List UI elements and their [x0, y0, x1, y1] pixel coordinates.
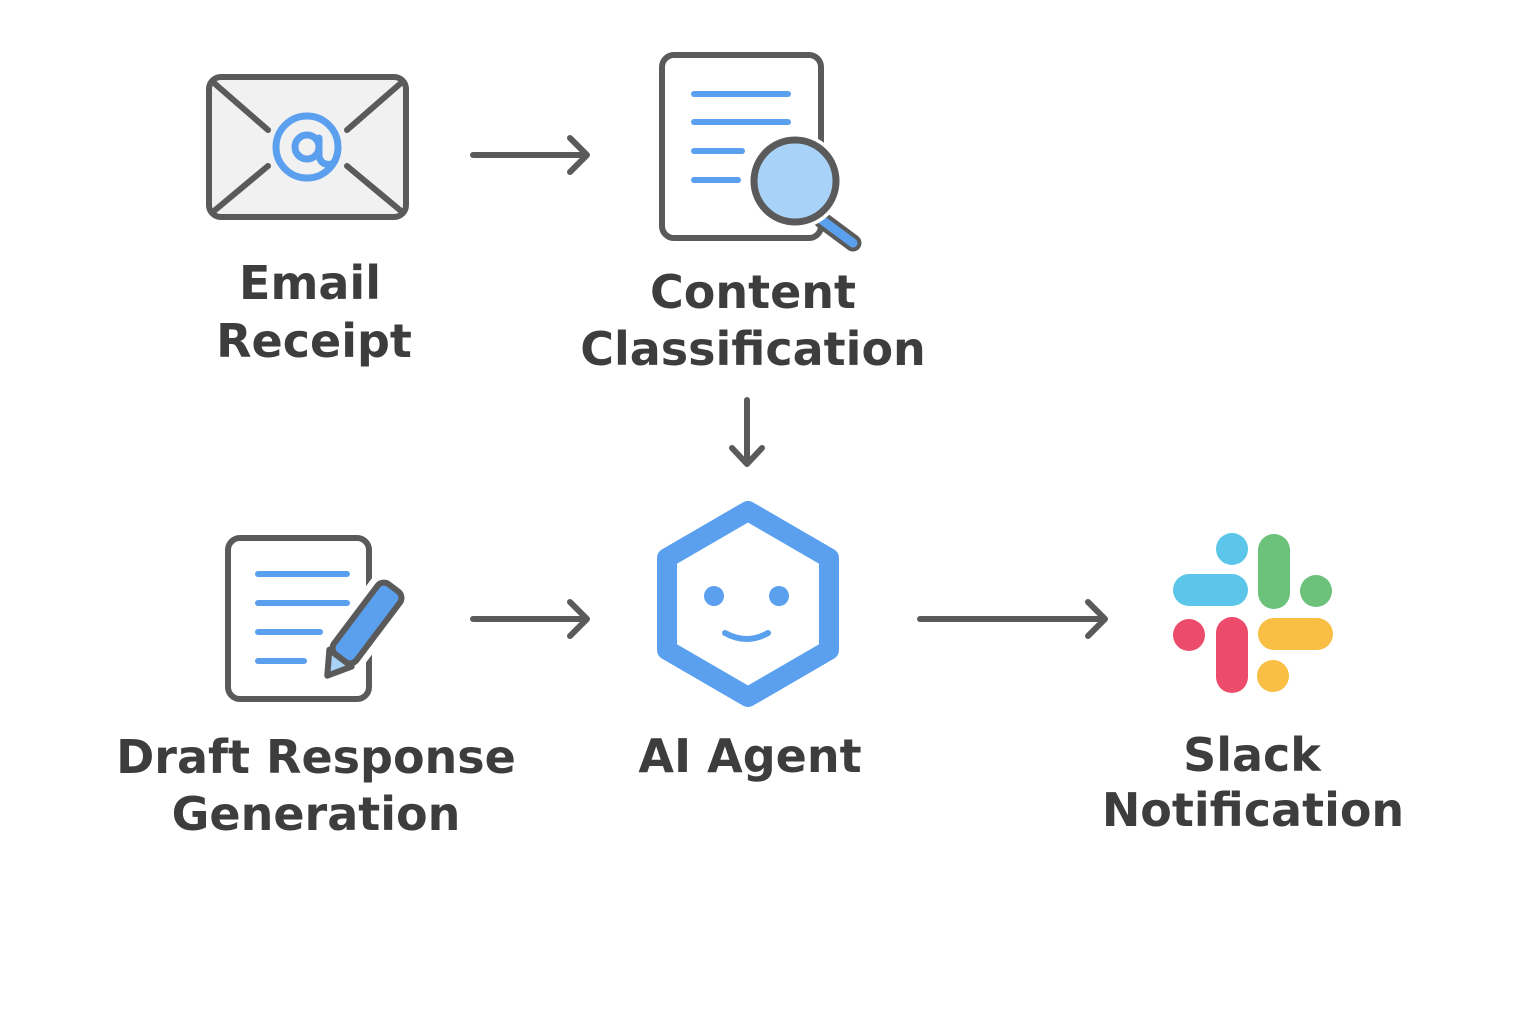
node-label-email-line1: Email [239, 256, 381, 310]
slack-logo-icon [1173, 533, 1333, 693]
node-ai-agent: AI Agent [638, 501, 862, 783]
document-search-icon [659, 52, 862, 252]
node-label-email-line2: Receipt [216, 314, 412, 368]
node-draft-response: Draft Response Generation [116, 535, 516, 841]
node-label-slack-line1: Slack [1183, 728, 1322, 782]
node-content-classification: Content Classification [580, 52, 926, 376]
arrow-draft-to-agent [470, 599, 590, 639]
node-label-draft-line2: Generation [172, 787, 461, 841]
arrow-classification-to-agent [729, 397, 765, 467]
node-label-slack-line2: Notification [1102, 783, 1404, 837]
node-label-draft-line1: Draft Response [116, 730, 516, 784]
arrow-email-to-classification [470, 135, 590, 175]
robot-face-icon [657, 501, 839, 707]
node-label-classify-line2: Classification [580, 322, 926, 376]
node-label-classify-line1: Content [650, 265, 856, 319]
envelope-at-icon [206, 74, 409, 220]
arrow-agent-to-slack [917, 599, 1108, 639]
node-slack-notification: Slack Notification [1102, 533, 1404, 837]
node-email-receipt: Email Receipt [206, 74, 412, 368]
node-label-agent: AI Agent [638, 729, 861, 783]
document-pencil-icon [225, 535, 421, 702]
